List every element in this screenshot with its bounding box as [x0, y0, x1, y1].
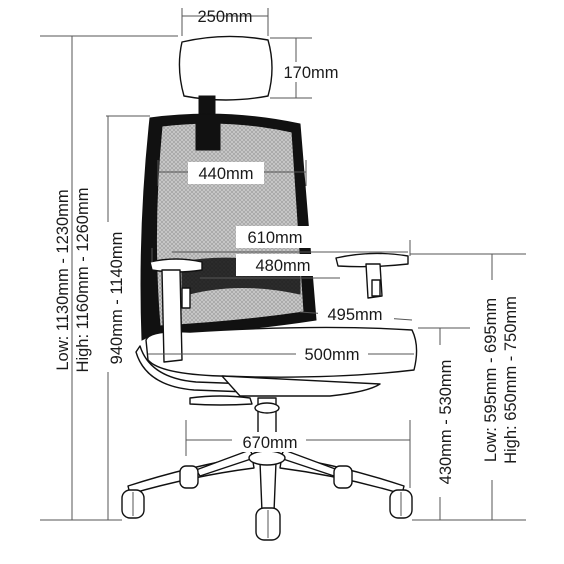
armrest-height-low-label: Low: 595mm - 695mm [482, 298, 500, 462]
base-leg-front [259, 461, 277, 513]
right-armrest-button [371, 279, 381, 297]
caster-left [121, 489, 145, 519]
headrest-height-label: 170mm [283, 64, 338, 82]
left-armrest-post [161, 269, 183, 363]
cylinder-collar [254, 402, 280, 414]
caster-front [255, 507, 281, 541]
total-height-low-label: Low: 1130mm - 1230mm [54, 189, 72, 370]
seat-mechanism [221, 375, 381, 397]
left-armrest-button [181, 287, 191, 309]
armrest-inner-width-label: 480mm [255, 257, 310, 275]
headrest [178, 35, 273, 101]
caster-right [389, 489, 413, 519]
mechanism-lever [189, 395, 253, 406]
right-armrest-pad [335, 252, 409, 268]
base-diameter-label: 670mm [242, 434, 297, 452]
seat-cushion [145, 326, 418, 378]
base-hub [248, 450, 286, 466]
headrest-clip [195, 119, 221, 151]
armrest-outer-width-label: 610mm [247, 229, 302, 247]
armrest-height-high-label: High: 650mm - 750mm [502, 296, 520, 464]
caster-back-left [179, 465, 199, 489]
seat-width-label: 500mm [304, 346, 359, 364]
backrest-width-label: 440mm [198, 165, 253, 183]
dimension-labels: 250mm 170mm 440mm 610mm 480mm 495mm 500m… [54, 8, 524, 497]
seat-height-label: 430mm - 530mm [437, 360, 455, 485]
total-height-high-label: High: 1160mm - 1260mm [74, 188, 92, 373]
no-headrest-height-label: 940mm - 1140mm [108, 232, 126, 365]
headrest-width-label: 250mm [197, 8, 252, 26]
chair-illustration [121, 35, 418, 541]
seat-depth-label: 495mm [327, 306, 382, 324]
caster-back-right [333, 465, 353, 489]
